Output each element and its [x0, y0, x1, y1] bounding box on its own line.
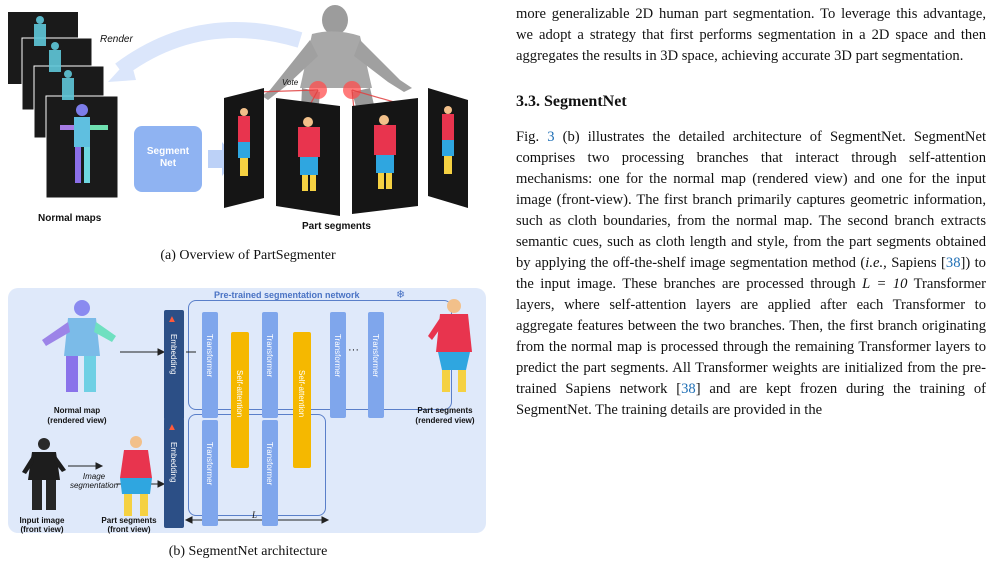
input-image-label: Input image	[19, 516, 65, 525]
embedding-block-top	[164, 310, 184, 420]
input-image-sub: (front view)	[20, 525, 64, 534]
input-image-photo	[22, 438, 66, 510]
image-seg-label-2: segmentation	[69, 481, 119, 490]
render-label: Render	[100, 34, 133, 45]
normal-map-label: Normal map	[53, 406, 101, 415]
part-segment-front-figure	[120, 436, 152, 516]
paragraph-1: more generalizable 2D human part segment…	[516, 6, 986, 64]
self-attention-block	[293, 332, 311, 468]
part-segments-rendered-sub: (rendered view)	[415, 416, 475, 425]
figure-a-graphic	[8, 5, 468, 216]
para2-a: (b) illustrates the detailed architectur…	[516, 129, 987, 271]
figure-ref-link[interactable]: 3	[547, 129, 555, 145]
transformer-label: Transformer	[265, 442, 274, 486]
branch-bottom-box	[188, 414, 326, 516]
self-attention-label: Self-attention	[235, 370, 244, 418]
citation-link[interactable]: 38	[681, 381, 696, 397]
transformer-label: Transformer	[371, 334, 380, 378]
normal-map-figure	[60, 104, 108, 183]
part-segments-label: Part segments	[302, 221, 371, 232]
transformer-label: Transformer	[333, 334, 342, 378]
frozen-icon: ❄	[396, 289, 406, 301]
L-label: L	[252, 510, 258, 520]
para2-c: ]) to the input image. These branches ar…	[516, 255, 986, 292]
vote-label: Vote	[282, 78, 299, 87]
embedding-label-bottom: Embedding	[169, 442, 178, 483]
paragraph-2: Fig. 3 (b) illustrates the detailed arch…	[516, 127, 986, 421]
segmentnet-box	[134, 126, 202, 192]
caption-a: (a) Overview of PartSegmenter	[160, 248, 336, 263]
transformer-block	[262, 312, 278, 418]
self-attention-block	[231, 332, 249, 468]
image-seg-label: Image	[82, 472, 106, 481]
para2-d: Transformer layers, where self-attention…	[516, 276, 987, 397]
embedding-label-top: Embedding	[169, 334, 178, 375]
para2-math: L = 10	[862, 276, 908, 292]
fire-icon: ▲	[167, 314, 177, 325]
network-title: Pre-trained segmentation network	[214, 290, 360, 300]
para2-pre: Fig.	[516, 129, 548, 145]
normal-map-stack	[8, 12, 119, 199]
para2-ie: i.e.	[865, 255, 884, 271]
normal-maps-label: Normal maps	[38, 213, 102, 224]
caption-b: (b) SegmentNet architecture	[168, 544, 328, 559]
transformer-block	[330, 312, 346, 418]
fire-icon: ▲	[167, 422, 177, 433]
text-column: more generalizable 2D human part segment…	[516, 0, 986, 421]
part-segment-panels	[224, 88, 468, 216]
citation-link[interactable]: 38	[945, 255, 961, 271]
ellipsis: ···	[348, 344, 359, 356]
figure-a: Render Vote Segment Net Normal maps Part…	[0, 0, 500, 240]
para2-e: ] and are kept frozen during the trainin…	[516, 381, 986, 418]
normal-map-sub: (rendered view)	[47, 416, 107, 425]
transformer-block	[202, 420, 218, 526]
transformer-block	[202, 312, 218, 418]
embedding-block-bottom	[164, 418, 184, 528]
section-title: 3.3. SegmentNet	[516, 93, 627, 110]
transformer-label: Transformer	[265, 334, 274, 378]
part-segments-front-sub: (front view)	[107, 525, 151, 534]
part-segments-front-label: Part segments	[101, 516, 157, 525]
transformer-block	[262, 420, 278, 526]
figure-b: Pre-trained segmentation network ❄ Norma…	[8, 288, 486, 534]
transformer-label: Transformer	[205, 334, 214, 378]
transformer-label: Transformer	[205, 442, 214, 486]
normal-map-figure-b	[42, 300, 116, 392]
self-attention-label: Self-attention	[297, 370, 306, 418]
transformer-block	[368, 312, 384, 418]
para2-b: , Sapiens [	[883, 255, 946, 271]
part-segments-rendered-label: Part segments	[417, 406, 473, 415]
part-segment-output-figure	[428, 299, 472, 392]
segmentnet-box-label: Segment Net	[146, 146, 190, 169]
